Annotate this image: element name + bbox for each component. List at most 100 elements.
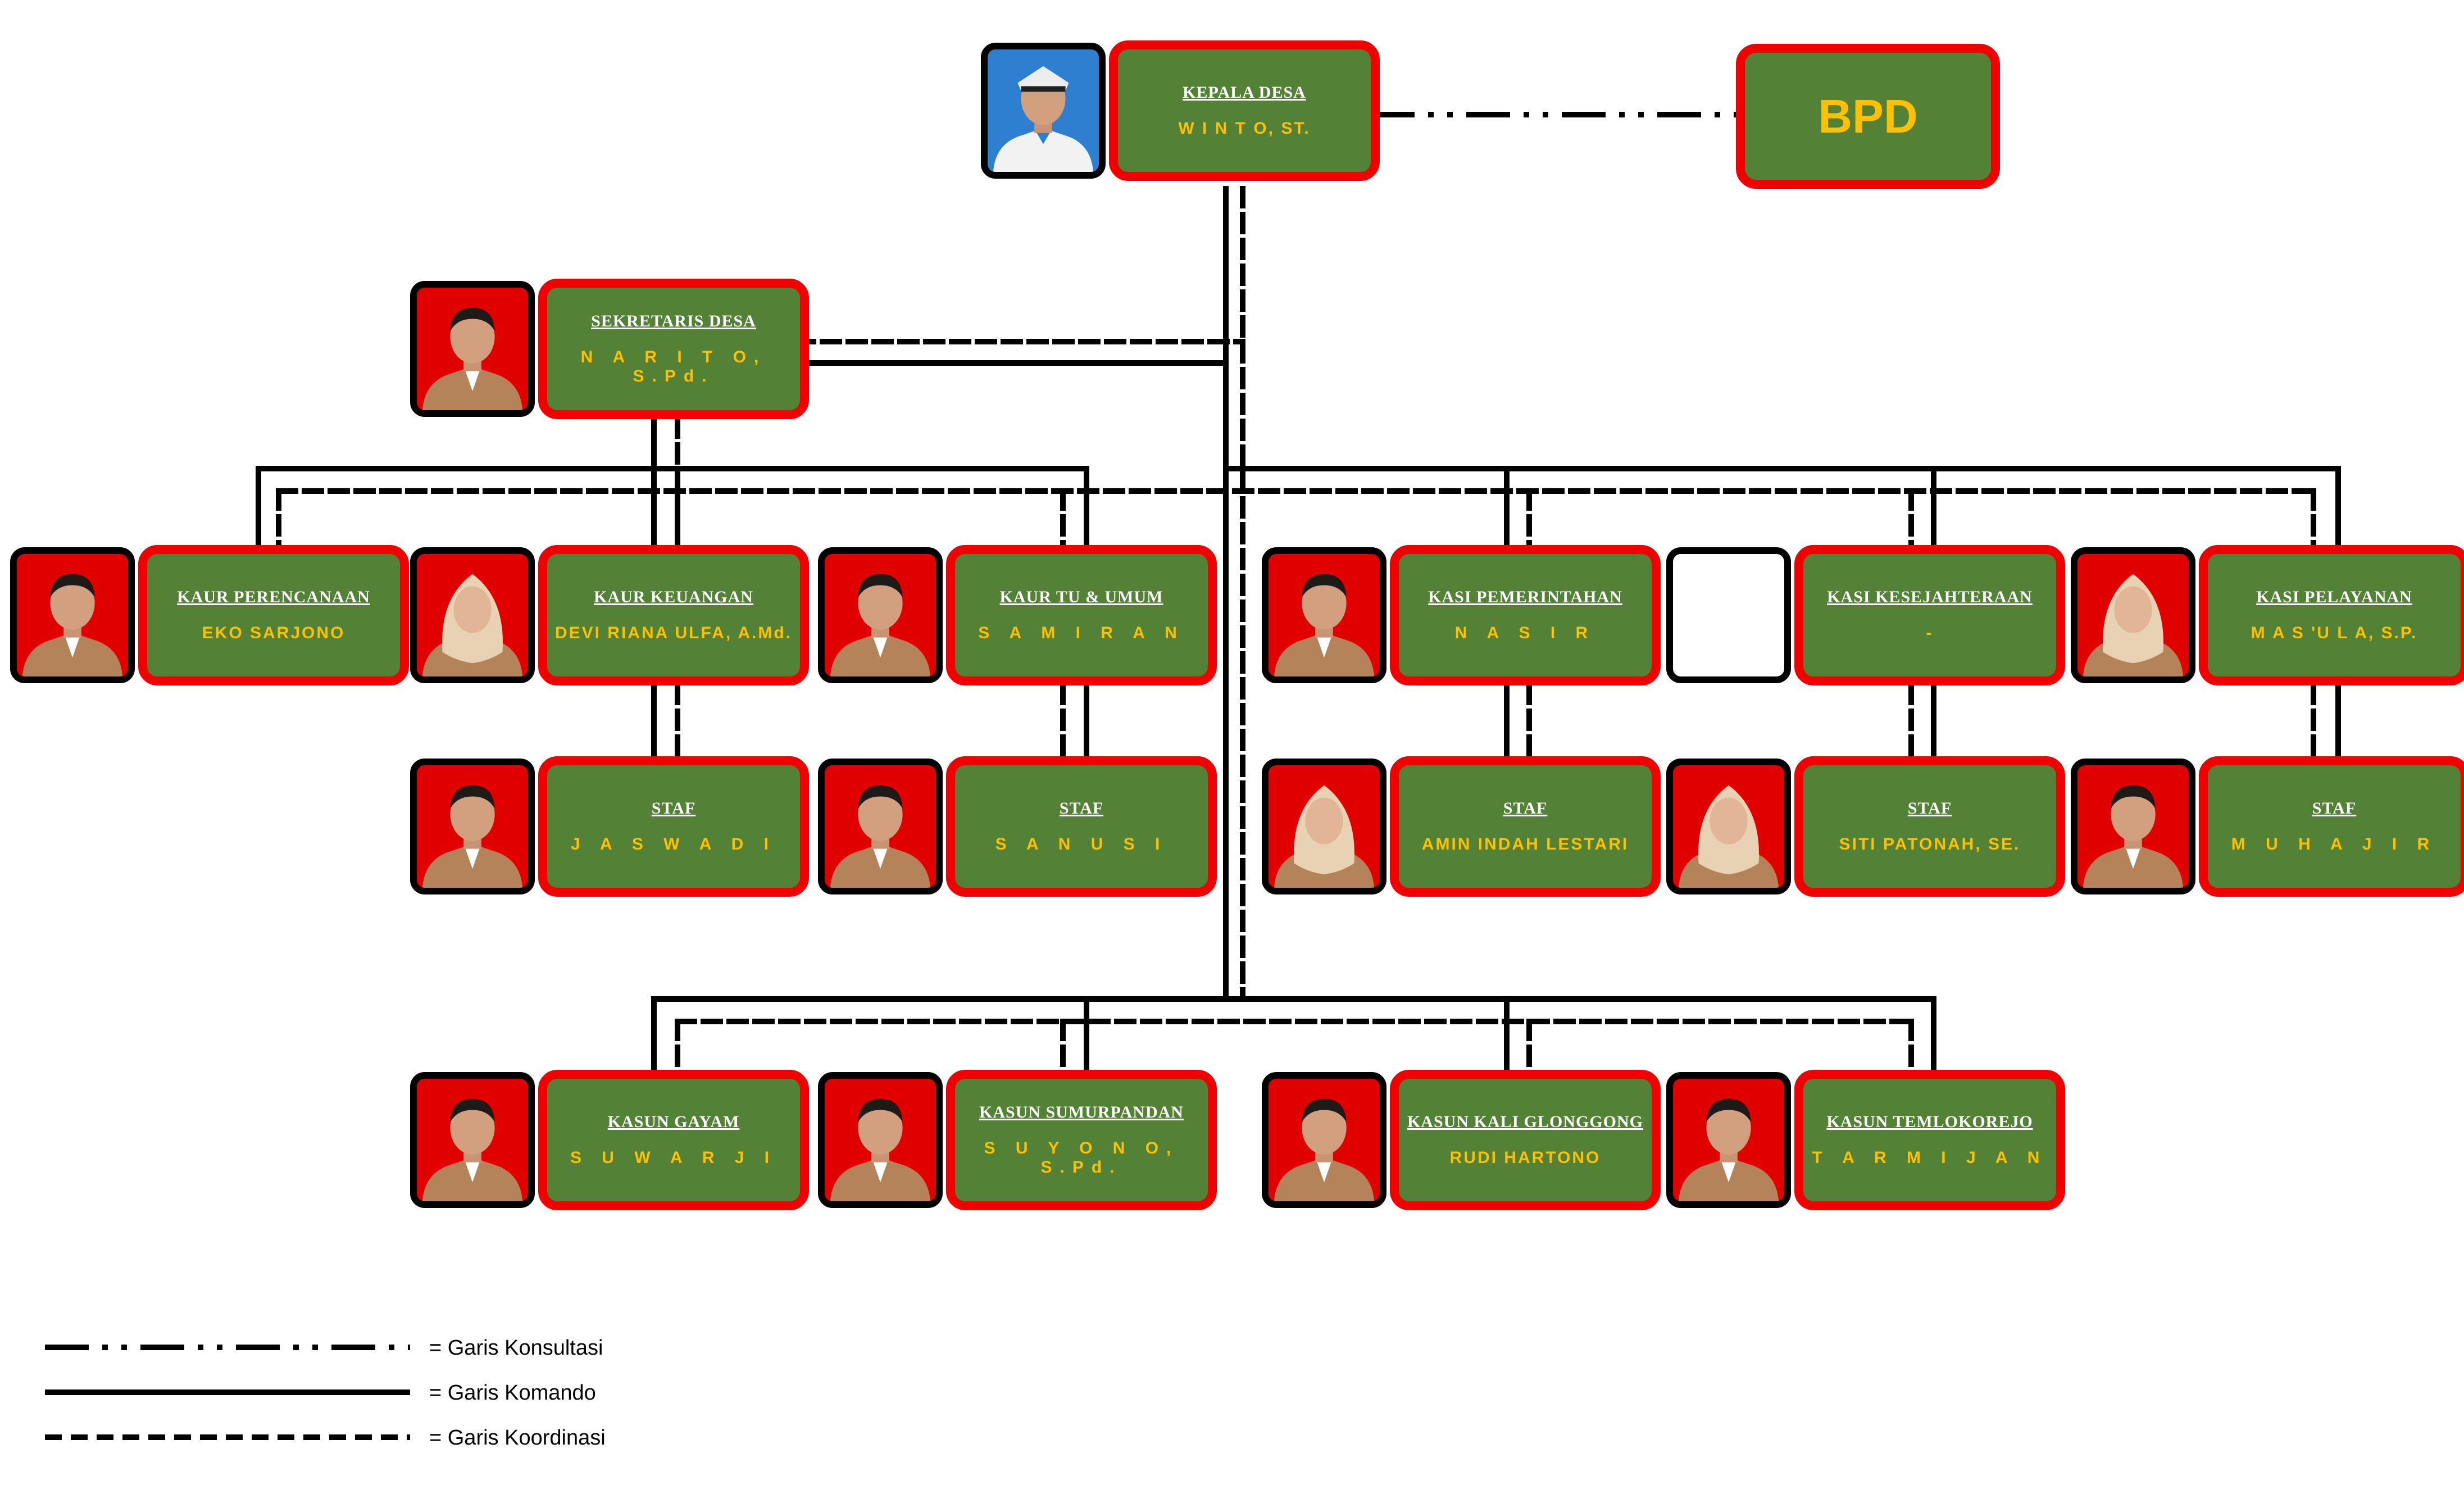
kasun-temlokorejo-photo	[1666, 1072, 1791, 1208]
kasi-pelayanan-role: KASI PELAYANAN	[2256, 588, 2412, 606]
staf-pelayanan-box: STAF M U H A J I R	[2199, 756, 2464, 897]
person-photo-icon	[825, 554, 936, 676]
staf-pemerintahan-photo	[1262, 759, 1386, 894]
staf-pelayanan-unit: STAF M U H A J I R	[2071, 756, 2464, 897]
kasi-pemerintahan-box: KASI PEMERINTAHAN N A S I R	[1390, 545, 1661, 685]
staf-tu-photo	[818, 759, 943, 894]
kasi-pelayanan-unit: KASI PELAYANAN M A S 'U L A, S.P.	[2071, 545, 2464, 685]
legend-komando-line	[45, 1389, 410, 1395]
kasun-temlokorejo-box: KASUN TEMLOKOREJO T A R M I J A N	[1794, 1070, 2065, 1210]
kasun-gayam-unit: KASUN GAYAM S U W A R J I	[410, 1070, 809, 1210]
kasun-sumurpandan-box: KASUN SUMURPANDAN S U Y O N O, S.Pd.	[946, 1070, 1217, 1210]
staf-pelayanan-role: STAF	[2312, 799, 2357, 818]
kasun-gayam-box: KASUN GAYAM S U W A R J I	[538, 1070, 809, 1210]
staf-kesejahteraan-box: STAF SITI PATONAH, SE.	[1794, 756, 2065, 897]
kaur-tu-umum-unit: KAUR TU & UMUM S A M I R A N	[818, 545, 1217, 685]
kaur-keuangan-name: DEVI RIANA ULFA, A.Md.	[554, 624, 793, 642]
kasi-pelayanan-name: M A S 'U L A, S.P.	[2251, 624, 2418, 642]
kepala-desa-box: KEPALA DESA W I N T O, ST.	[1109, 40, 1380, 181]
kaur-tu-umum-name: S A M I R A N	[978, 624, 1185, 642]
person-photo-icon	[1673, 1079, 1784, 1201]
staf-tu-name: S A N U S I	[995, 835, 1168, 853]
staf-pemerintahan-name: AMIN INDAH LESTARI	[1421, 835, 1629, 853]
kasi-kesejahteraan-box: KASI KESEJAHTERAAN -	[1794, 545, 2065, 685]
kasun-kali-glonggong-photo	[1262, 1072, 1386, 1208]
kepala-desa-role: KEPALA DESA	[1183, 83, 1306, 102]
kasun-kali-glonggong-role: KASUN KALI GLONGGONG	[1407, 1112, 1644, 1131]
kasi-pemerintahan-unit: KASI PEMERINTAHAN N A S I R	[1262, 545, 1661, 685]
kaur-perencanaan-role: KAUR PERENCANAAN	[177, 588, 370, 606]
staf-pelayanan-name: M U H A J I R	[2231, 835, 2438, 853]
person-photo-icon	[1269, 1079, 1380, 1201]
kaur-tu-umum-photo	[818, 547, 943, 683]
staf-kesejahteraan-name: SITI PATONAH, SE.	[1839, 835, 2021, 853]
kasi-pelayanan-photo	[2071, 547, 2195, 683]
kaur-perencanaan-name: EKO SARJONO	[202, 624, 345, 642]
sekretaris-desa-unit: SEKRETARIS DESA N A R I T O, S.Pd.	[410, 279, 809, 419]
legend-komando-label: = Garis Komando	[429, 1381, 596, 1405]
person-photo-icon	[417, 765, 528, 888]
staf-pelayanan-photo	[2071, 759, 2195, 894]
staf-tu-unit: STAF S A N U S I	[818, 756, 1217, 897]
staf-pemerintahan-box: STAF AMIN INDAH LESTARI	[1390, 756, 1661, 897]
kaur-tu-umum-role: KAUR TU & UMUM	[999, 588, 1163, 606]
sekretaris-desa-role: SEKRETARIS DESA	[591, 312, 756, 330]
kaur-perencanaan-unit: KAUR PERENCANAAN EKO SARJONO	[10, 545, 409, 685]
kasi-kesejahteraan-photo-empty	[1666, 547, 1791, 683]
staf-keuangan-name: J A S W A D I	[571, 835, 776, 853]
person-photo-icon	[825, 765, 936, 888]
bpd-label: BPD	[1818, 89, 1918, 143]
staf-tu-box: STAF S A N U S I	[946, 756, 1217, 897]
person-photo-icon	[417, 288, 528, 410]
kaur-keuangan-unit: KAUR KEUANGAN DEVI RIANA ULFA, A.Md.	[410, 545, 809, 685]
sekretaris-desa-photo	[410, 281, 535, 417]
kaur-keuangan-role: KAUR KEUANGAN	[594, 588, 753, 606]
kasun-kali-glonggong-box: KASUN KALI GLONGGONG RUDI HARTONO	[1390, 1070, 1661, 1210]
staf-pemerintahan-unit: STAF AMIN INDAH LESTARI	[1262, 756, 1661, 897]
legend-komando: = Garis Komando	[45, 1378, 663, 1411]
kasi-kesejahteraan-role: KASI KESEJAHTERAAN	[1827, 588, 2033, 606]
person-photo-icon	[825, 1079, 936, 1201]
kepala-desa-unit: KEPALA DESA W I N T O, ST.	[981, 40, 1380, 181]
kasun-sumurpandan-name: S U Y O N O, S.Pd.	[984, 1139, 1179, 1177]
kaur-perencanaan-box: KAUR PERENCANAAN EKO SARJONO	[138, 545, 409, 685]
person-photo-icon	[993, 66, 1094, 172]
staf-kesejahteraan-photo	[1666, 759, 1791, 894]
person-photo-icon	[2077, 765, 2189, 888]
kasi-kesejahteraan-unit: KASI KESEJAHTERAAN -	[1666, 545, 2065, 685]
kasi-pelayanan-box: KASI PELAYANAN M A S 'U L A, S.P.	[2199, 545, 2464, 685]
sekretaris-desa-name: N A R I T O, S.Pd.	[580, 348, 767, 385]
kasun-temlokorejo-unit: KASUN TEMLOKOREJO T A R M I J A N	[1666, 1070, 2065, 1210]
kasun-temlokorejo-role: KASUN TEMLOKOREJO	[1826, 1112, 2033, 1131]
bpd-box: BPD	[1736, 44, 2000, 189]
kepala-desa-photo	[981, 43, 1106, 179]
legend-koordinasi: = Garis Koordinasi	[45, 1423, 663, 1456]
kasun-kali-glonggong-name: RUDI HARTONO	[1449, 1148, 1601, 1167]
person-photo-icon	[1269, 554, 1380, 676]
staf-keuangan-box: STAF J A S W A D I	[538, 756, 809, 897]
legend-koordinasi-label: = Garis Koordinasi	[429, 1426, 606, 1450]
kasun-kali-glonggong-unit: KASUN KALI GLONGGONG RUDI HARTONO	[1262, 1070, 1661, 1210]
kaur-keuangan-photo	[410, 547, 535, 683]
kasun-sumurpandan-photo	[818, 1072, 943, 1208]
person-photo-icon	[17, 554, 128, 676]
staf-kesejahteraan-role: STAF	[1907, 799, 1952, 818]
staf-keuangan-role: STAF	[651, 799, 696, 818]
kasun-gayam-role: KASUN GAYAM	[607, 1112, 740, 1131]
legend-koordinasi-line	[45, 1434, 410, 1440]
legend-konsultasi-line	[45, 1345, 410, 1350]
kasi-pemerintahan-role: KASI PEMERINTAHAN	[1428, 588, 1622, 606]
staf-keuangan-unit: STAF J A S W A D I	[410, 756, 809, 897]
kaur-tu-umum-box: KAUR TU & UMUM S A M I R A N	[946, 545, 1217, 685]
staf-kesejahteraan-unit: STAF SITI PATONAH, SE.	[1666, 756, 2065, 897]
kasi-kesejahteraan-name: -	[1926, 624, 1934, 642]
kasun-sumurpandan-unit: KASUN SUMURPANDAN S U Y O N O, S.Pd.	[818, 1070, 1217, 1210]
staf-tu-role: STAF	[1059, 799, 1104, 818]
staf-pemerintahan-role: STAF	[1503, 799, 1548, 818]
kasun-sumurpandan-role: KASUN SUMURPANDAN	[979, 1103, 1184, 1121]
person-photo-icon	[417, 554, 528, 676]
sekretaris-desa-box: SEKRETARIS DESA N A R I T O, S.Pd.	[538, 279, 809, 419]
kasi-pemerintahan-photo	[1262, 547, 1386, 683]
legend-konsultasi: = Garis Konsultasi	[45, 1333, 663, 1366]
